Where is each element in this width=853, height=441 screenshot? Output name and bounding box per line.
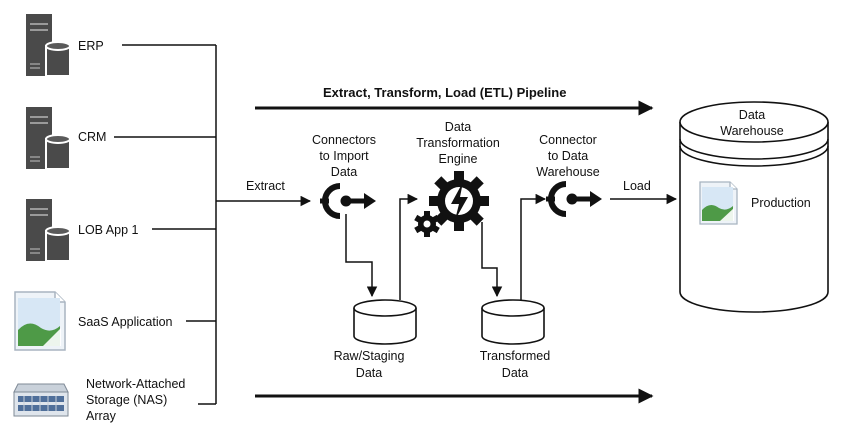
connectors-label-line1: Connectors	[312, 133, 376, 147]
raw-staging-database-icon	[353, 299, 417, 345]
transformed-label-line2: Data	[502, 366, 528, 380]
transformed-database-icon	[481, 299, 545, 345]
pipeline-title: Extract, Transform, Load (ETL) Pipeline	[323, 85, 566, 100]
load-label: Load	[623, 179, 651, 193]
transformed-label-line1: Transformed	[480, 349, 550, 363]
saas-image-icon	[14, 291, 66, 351]
extract-label: Extract	[246, 179, 285, 193]
erp-server-icon	[26, 14, 71, 77]
raw-label-line2: Data	[356, 366, 382, 380]
warehouse-title-line1: Data	[739, 108, 765, 122]
crm-label: CRM	[78, 130, 106, 144]
nas-label-line3: Array	[86, 409, 117, 423]
engine-gear-lightning-icon	[414, 171, 489, 237]
connector-import-icon	[320, 183, 376, 219]
connector-dw-icon	[546, 181, 602, 217]
connector-dw-label-line3: Warehouse	[536, 165, 600, 179]
lob-label: LOB App 1	[78, 223, 139, 237]
nas-label-line1: Network-Attached	[86, 377, 185, 391]
transformed-to-connector-line	[520, 193, 547, 300]
crm-server-icon	[26, 107, 71, 170]
connector-to-raw-line	[345, 214, 378, 298]
source-connectors	[114, 44, 217, 405]
engine-label-line2: Transformation	[416, 136, 500, 150]
data-warehouse-database-icon	[679, 101, 829, 313]
nas-array-icon	[13, 383, 69, 417]
raw-to-engine-line	[399, 193, 419, 300]
connectors-label-line3: Data	[331, 165, 357, 179]
erp-label: ERP	[78, 39, 104, 53]
saas-label: SaaS Application	[78, 315, 173, 329]
connectors-label-line2: to Import	[319, 149, 369, 163]
nas-label-line2: Storage (NAS)	[86, 393, 167, 407]
engine-label-line3: Engine	[439, 152, 478, 166]
engine-label-line1: Data	[445, 120, 471, 134]
raw-label-line1: Raw/Staging	[334, 349, 405, 363]
lob-server-icon	[26, 199, 71, 262]
production-label: Production	[751, 196, 811, 210]
production-image-icon	[699, 181, 738, 225]
connector-dw-label-line1: Connector	[539, 133, 597, 147]
warehouse-title-line2: Warehouse	[720, 124, 784, 138]
connector-dw-label-line2: to Data	[548, 149, 588, 163]
engine-to-transformed-line	[481, 222, 503, 298]
